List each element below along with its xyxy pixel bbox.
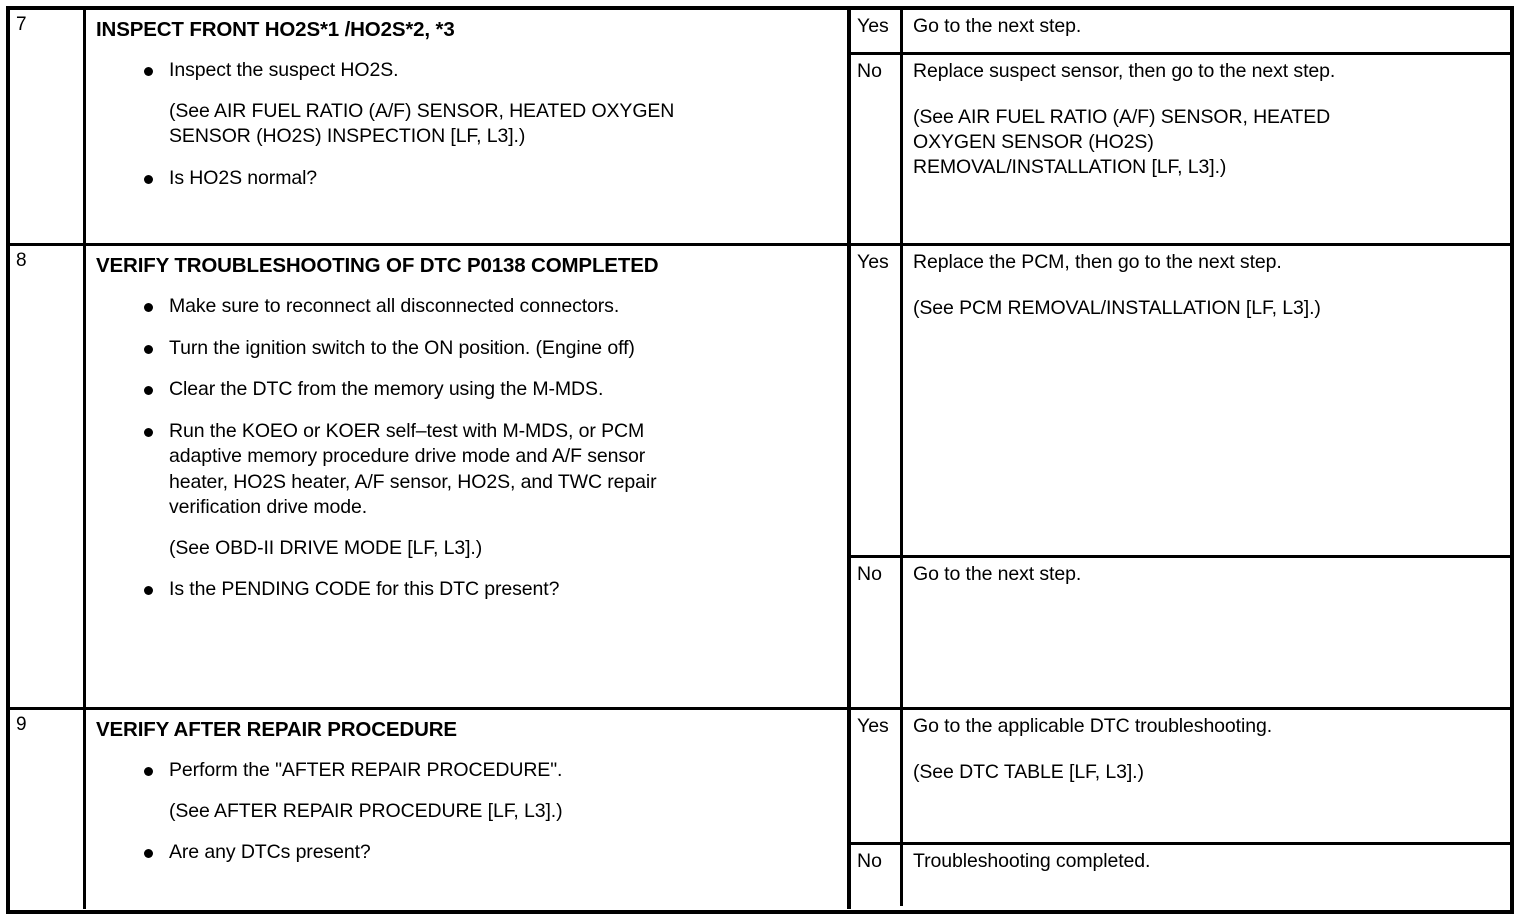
list-item-line: adaptive memory procedure drive mode and…	[169, 445, 646, 467]
answer-label-yes: Yes	[851, 710, 903, 842]
table-row-step-9: 9 VERIFY AFTER REPAIR PROCEDURE Perform …	[10, 710, 1510, 909]
reference-note-line: REMOVAL/INSTALLATION [LF, L3].)	[913, 155, 1227, 178]
reference-note-line: OXYGEN SENSOR (HO2S)	[913, 130, 1154, 153]
reference-note-line: SENSOR (HO2S) INSPECTION [LF, L3].)	[169, 125, 526, 147]
step-number: 7	[16, 14, 27, 35]
answer-text-yes: Go to the next step.	[903, 10, 1510, 52]
step-title: VERIFY AFTER REPAIR PROCEDURE	[96, 718, 457, 741]
answer-line: Troubleshooting completed.	[913, 850, 1151, 872]
answer-line: Go to the next step.	[913, 563, 1082, 585]
reference-note: (See OBD-II DRIVE MODE [LF, L3].)	[169, 536, 483, 559]
step-action-cell: INSPECT FRONT HO2S*1 /HO2S*2, *3 Inspect…	[86, 10, 851, 243]
reference-note: (See AIR FUEL RATIO (A/F) SENSOR, HEATED…	[913, 105, 1502, 180]
answer-label-no: No	[851, 55, 903, 243]
step-action-cell: VERIFY TROUBLESHOOTING OF DTC P0138 COMP…	[86, 246, 851, 707]
result-row-no: No Troubleshooting completed.	[851, 845, 1510, 906]
result-row-no: No Go to the next step.	[851, 558, 1510, 707]
list-item: Clear the DTC from the memory using the …	[96, 377, 837, 403]
step-number-cell: 9	[10, 710, 86, 909]
list-item: Run the KOEO or KOER self–test with M-MD…	[96, 419, 837, 521]
step-title: VERIFY TROUBLESHOOTING OF DTC P0138 COMP…	[96, 254, 659, 277]
step-number: 8	[16, 250, 27, 271]
reference-note-line: (See AIR FUEL RATIO (A/F) SENSOR, HEATED	[913, 105, 1331, 128]
list-item-line: Run the KOEO or KOER self–test with M-MD…	[169, 419, 645, 442]
list-item: Are any DTCs present?	[96, 840, 837, 866]
step-action-cell: VERIFY AFTER REPAIR PROCEDURE Perform th…	[86, 710, 851, 909]
answer-label-no: No	[851, 845, 903, 906]
answer-text-yes: Go to the applicable DTC troubleshooting…	[903, 710, 1510, 842]
step-bullet-list: Inspect the suspect HO2S. (See AIR FUEL …	[96, 58, 837, 191]
troubleshooting-table: 7 INSPECT FRONT HO2S*1 /HO2S*2, *3 Inspe…	[6, 6, 1514, 914]
step-bullet-list: Perform the "AFTER REPAIR PROCEDURE". (S…	[96, 758, 837, 866]
answer-text-no: Troubleshooting completed.	[903, 845, 1510, 906]
answer-text-yes: Replace the PCM, then go to the next ste…	[903, 246, 1510, 555]
list-item: Perform the "AFTER REPAIR PROCEDURE".	[96, 758, 837, 784]
table-row-step-8: 8 VERIFY TROUBLESHOOTING OF DTC P0138 CO…	[10, 246, 1510, 710]
step-bullet-list: Make sure to reconnect all disconnected …	[96, 294, 837, 603]
list-item: Is HO2S normal?	[96, 166, 837, 192]
list-item-line: heater, HO2S heater, A/F sensor, HO2S, a…	[169, 470, 657, 493]
answer-text-no: Replace suspect sensor, then go to the n…	[903, 55, 1510, 243]
answer-label-yes: Yes	[851, 246, 903, 555]
list-item-line: verification drive mode.	[169, 496, 368, 518]
step-number-cell: 8	[10, 246, 86, 707]
step-title: INSPECT FRONT HO2S*1 /HO2S*2, *3	[96, 18, 455, 41]
list-item: Make sure to reconnect all disconnected …	[96, 294, 837, 320]
list-item: Inspect the suspect HO2S.	[96, 58, 837, 84]
answer-line: Replace the PCM, then go to the next ste…	[913, 251, 1282, 273]
result-row-yes: Yes Go to the next step.	[851, 10, 1510, 55]
answer-line: Go to the applicable DTC troubleshooting…	[913, 715, 1273, 737]
reference-note: (See AFTER REPAIR PROCEDURE [LF, L3].)	[169, 799, 563, 822]
step-result-cell: Yes Go to the applicable DTC troubleshoo…	[851, 710, 1510, 909]
reference-note-line: (See AIR FUEL RATIO (A/F) SENSOR, HEATED…	[169, 99, 675, 122]
answer-line: Replace suspect sensor, then go to the n…	[913, 60, 1336, 82]
answer-line: Go to the next step.	[913, 15, 1082, 37]
step-result-cell: Yes Replace the PCM, then go to the next…	[851, 246, 1510, 707]
result-row-no: No Replace suspect sensor, then go to th…	[851, 55, 1510, 243]
result-row-yes: Yes Go to the applicable DTC troubleshoo…	[851, 710, 1510, 845]
reference-note: (See DTC TABLE [LF, L3].)	[913, 760, 1144, 783]
list-item: Is the PENDING CODE for this DTC present…	[96, 577, 837, 603]
reference-note: (See PCM REMOVAL/INSTALLATION [LF, L3].)	[913, 296, 1321, 319]
step-result-cell: Yes Go to the next step. No Replace susp…	[851, 10, 1510, 243]
table-row-step-7: 7 INSPECT FRONT HO2S*1 /HO2S*2, *3 Inspe…	[10, 10, 1510, 246]
answer-text-no: Go to the next step.	[903, 558, 1510, 707]
reference-note: (See AIR FUEL RATIO (A/F) SENSOR, HEATED…	[96, 99, 837, 150]
step-number-cell: 7	[10, 10, 86, 243]
answer-label-yes: Yes	[851, 10, 903, 52]
result-row-yes: Yes Replace the PCM, then go to the next…	[851, 246, 1510, 558]
list-item: Turn the ignition switch to the ON posit…	[96, 336, 837, 362]
answer-label-no: No	[851, 558, 903, 707]
step-number: 9	[16, 714, 27, 735]
